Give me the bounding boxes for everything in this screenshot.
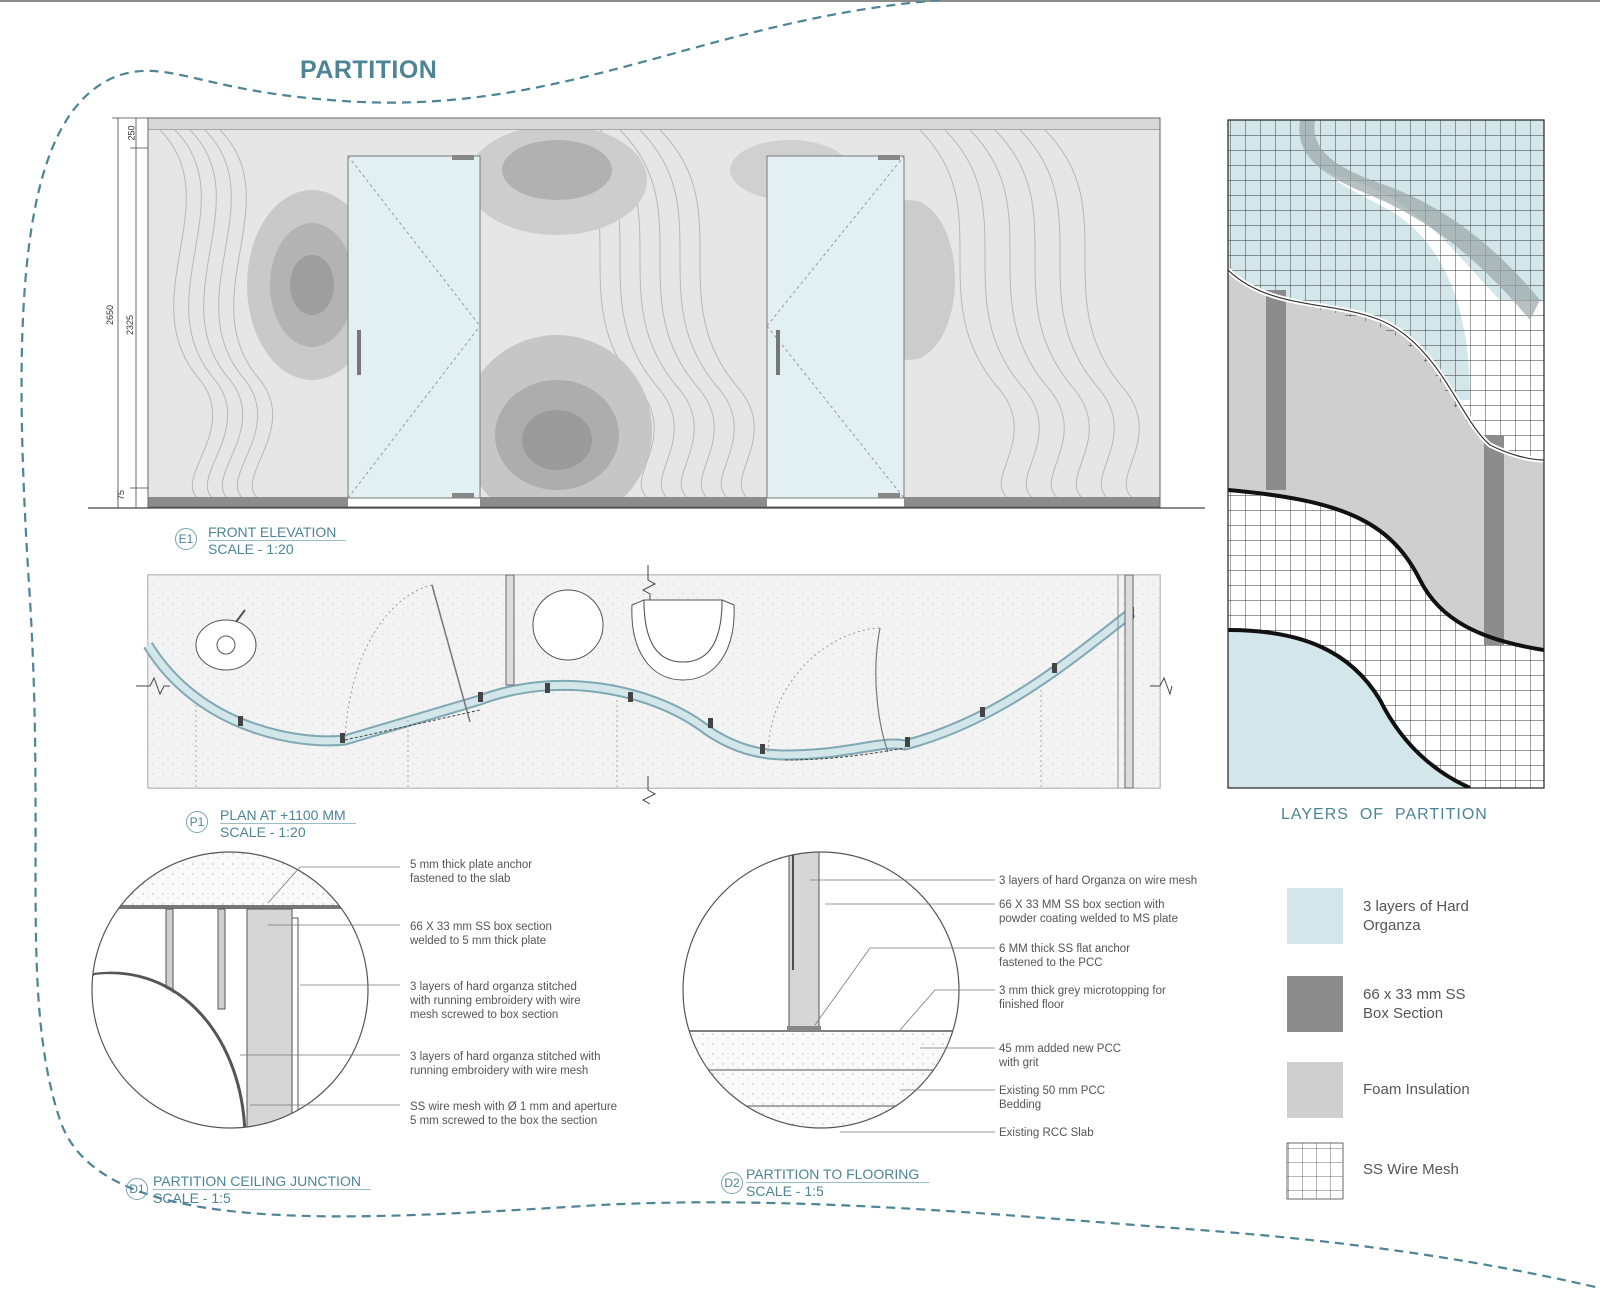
elevation-scale: SCALE - 1:20 bbox=[208, 541, 294, 557]
d1-caption: PARTITION CEILING JUNCTION SCALE - 1:5 bbox=[153, 1173, 371, 1206]
legend-label-box-section: 66 x 33 mm SS Box Section bbox=[1363, 986, 1466, 1022]
box-section-swatch bbox=[1287, 976, 1343, 1032]
layers-caption: LAYERS OF PARTITION bbox=[1281, 806, 1488, 823]
page-title: PARTITION bbox=[300, 56, 438, 84]
d1-note-2: 66 X 33 mm SS box section welded to 5 mm… bbox=[410, 921, 552, 947]
d2-note-4: 3 mm thick grey microtopping for finishe… bbox=[999, 985, 1166, 1011]
contour-pattern bbox=[159, 130, 1140, 498]
legend-label-foam: Foam Insulation bbox=[1363, 1081, 1470, 1098]
legend-swatches bbox=[1286, 888, 1344, 1200]
round-table bbox=[532, 589, 604, 661]
wire-mesh-swatch bbox=[1286, 1142, 1344, 1200]
d2-note-5: 45 mm added new PCC with grit bbox=[999, 1043, 1122, 1069]
d2-caption: PARTITION TO FLOORING SCALE - 1:5 bbox=[746, 1166, 930, 1199]
d2-title: PARTITION TO FLOORING bbox=[746, 1166, 930, 1183]
dim-door: 2325 bbox=[125, 314, 136, 336]
d2-note-1: 3 layers of hard Organza on wire mesh bbox=[999, 875, 1198, 887]
d1-scale: SCALE - 1:5 bbox=[153, 1190, 231, 1206]
door-left bbox=[347, 155, 481, 499]
legend-label-wire-mesh: SS Wire Mesh bbox=[1363, 1161, 1459, 1178]
d2-note-7: Existing RCC Slab bbox=[999, 1127, 1094, 1139]
organza-swatch bbox=[1287, 888, 1343, 944]
plan-scale: SCALE - 1:20 bbox=[220, 824, 306, 840]
dim-base: 75 bbox=[116, 489, 127, 501]
foam-swatch bbox=[1287, 1062, 1343, 1118]
d1-note-1: 5 mm thick plate anchor fastened to the … bbox=[410, 859, 533, 885]
d2-scale: SCALE - 1:5 bbox=[746, 1183, 824, 1199]
plan-title: PLAN AT +1100 MM bbox=[220, 807, 356, 824]
d1-note-3: 3 layers of hard organza stitched with r… bbox=[410, 981, 581, 1021]
front-elevation bbox=[88, 117, 1205, 509]
d2-note-6: Existing 50 mm PCC Bedding bbox=[999, 1085, 1106, 1111]
d1-note-4: 3 layers of hard organza stitched with r… bbox=[410, 1051, 601, 1077]
d2-note-2: 66 X 33 MM SS box section with powder co… bbox=[999, 899, 1178, 925]
plan-caption: PLAN AT +1100 MM SCALE - 1:20 bbox=[220, 807, 356, 840]
dim-overall: 2650 bbox=[105, 304, 116, 326]
d2-badge: D2 bbox=[721, 1172, 743, 1194]
legend-label-organza: 3 layers of Hard Organza bbox=[1363, 898, 1469, 934]
door-right bbox=[766, 155, 905, 499]
elevation-badge: E1 bbox=[175, 528, 197, 550]
dashed-outline bbox=[20, 0, 1600, 1290]
d1-note-5: SS wire mesh with Ø 1 mm and aperture 5 … bbox=[410, 1101, 618, 1127]
dim-top: 250 bbox=[126, 125, 137, 141]
d1-badge: D1 bbox=[126, 1178, 148, 1200]
d2-note-3: 6 MM thick SS flat anchor fastened to th… bbox=[999, 943, 1131, 969]
elevation-title: FRONT ELEVATION bbox=[208, 524, 347, 541]
elevation-caption: FRONT ELEVATION SCALE - 1:20 bbox=[208, 524, 347, 557]
detail-partition-flooring bbox=[682, 851, 995, 1133]
layers-panel bbox=[1227, 119, 1545, 789]
d1-title: PARTITION CEILING JUNCTION bbox=[153, 1173, 371, 1190]
plan-view bbox=[136, 565, 1173, 805]
plan-badge: P1 bbox=[186, 811, 208, 833]
detail-ceiling-junction bbox=[91, 851, 400, 1129]
